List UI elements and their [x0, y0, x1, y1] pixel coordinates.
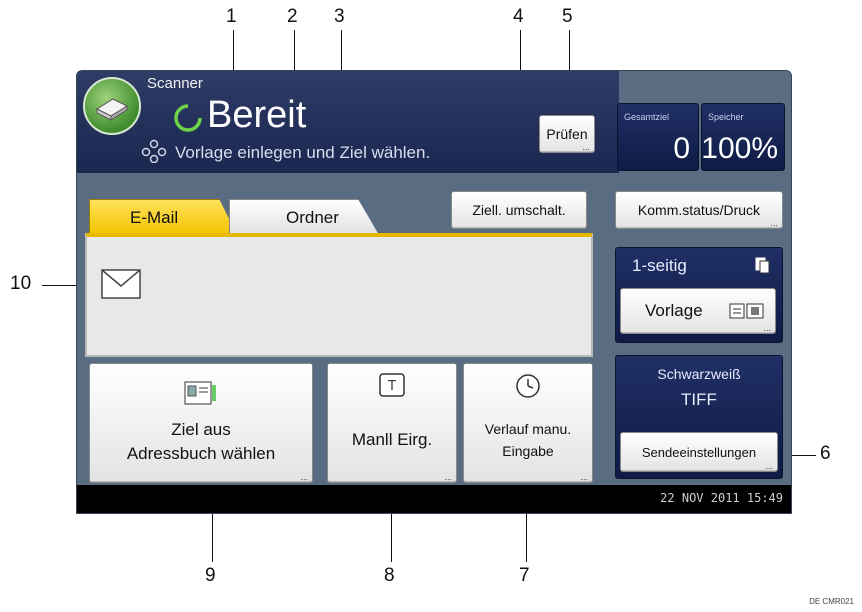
address-book-button[interactable]: Ziel aus Adressbuch wählen ... — [89, 363, 313, 483]
switch-destination-label: Ziell. umschalt. — [472, 202, 566, 218]
tab-folder[interactable]: Ordner — [229, 199, 379, 235]
tab-email-label: E-Mail — [130, 207, 179, 227]
callout-2: 2 — [287, 6, 298, 27]
address-book-line2: Adressbuch wählen — [126, 443, 276, 463]
callout-5: 5 — [562, 6, 573, 27]
scanner-panel: Scanner Bereit Vorlage einlegen und Ziel… — [76, 70, 792, 514]
address-book-line1: Ziel aus — [171, 419, 231, 439]
address-book-icon — [184, 381, 218, 414]
callout-line-7 — [526, 478, 527, 562]
callout-8: 8 — [384, 565, 395, 586]
memory-value: 100% — [701, 132, 778, 165]
manual-entry-label: Manll Eirg. — [351, 430, 433, 449]
original-orientation-icon — [729, 302, 765, 325]
total-destinations-box: Gesamtziel 0 — [617, 103, 699, 171]
app-name: Scanner — [147, 75, 203, 92]
callout-line-2 — [294, 30, 295, 102]
callout-9: 9 — [205, 565, 216, 586]
callout-line-8 — [391, 478, 392, 562]
mail-icon — [101, 269, 141, 304]
clock-icon — [514, 372, 542, 406]
callout-10: 10 — [10, 273, 32, 294]
callout-6: 6 — [820, 443, 831, 464]
ready-ring-icon — [173, 103, 203, 133]
callout-3: 3 — [334, 6, 345, 27]
total-destinations-label: Gesamtziel — [624, 112, 670, 122]
svg-text:T: T — [387, 379, 396, 394]
history-button[interactable]: Verlauf manu. Eingabe ... — [463, 363, 593, 483]
scan-type-line1: Schwarzweiß — [657, 366, 741, 382]
check-button[interactable]: Prüfen ... — [539, 115, 595, 153]
callout-line-10 — [42, 285, 98, 286]
original-button[interactable]: Vorlage ... — [620, 288, 776, 334]
callout-7: 7 — [519, 565, 530, 586]
check-button-label: Prüfen — [546, 126, 588, 142]
destination-field[interactable] — [85, 233, 593, 357]
comm-status-button[interactable]: Komm.status/Druck ... — [615, 191, 783, 229]
status-message: Vorlage einlegen und Ziel wählen. — [175, 143, 431, 162]
scan-type-line2: TIFF — [681, 390, 717, 409]
tab-email[interactable]: E-Mail — [89, 199, 237, 235]
send-settings-label: Sendeeinstellungen — [641, 444, 757, 460]
history-line1: Verlauf manu. — [484, 421, 572, 437]
title-bar — [77, 71, 619, 173]
scanner-app-icon — [83, 77, 141, 135]
callout-4: 4 — [513, 6, 524, 27]
sides-icon — [754, 256, 772, 279]
send-settings-box: Schwarzweiß TIFF Sendeeinstellungen ... — [615, 355, 783, 479]
memory-label: Speicher — [708, 112, 744, 122]
history-line2: Eingabe — [502, 443, 554, 459]
tab-folder-label: Ordner — [286, 207, 339, 227]
comm-status-label: Komm.status/Druck — [637, 202, 761, 218]
original-settings-box: 1-seitig Vorlage ... — [615, 247, 783, 343]
status-bar: 22 NOV 2011 15:49 — [77, 485, 791, 513]
callout-line-9 — [212, 478, 213, 562]
switch-destination-button[interactable]: Ziell. umschalt. — [451, 191, 587, 229]
figure-code: DE CMR021 — [809, 597, 854, 606]
original-label: Vorlage — [645, 301, 703, 320]
callout-1: 1 — [226, 6, 237, 27]
manual-entry-button[interactable]: T Manll Eirg. ... — [327, 363, 457, 483]
sides-label: 1-seitig — [632, 256, 687, 275]
memory-box: Speicher 100% — [701, 103, 785, 171]
total-destinations-value: 0 — [673, 132, 690, 165]
status-title: Bereit — [207, 94, 307, 136]
date-time: 22 NOV 2011 15:49 — [660, 491, 783, 505]
send-settings-button[interactable]: Sendeeinstellungen ... — [620, 432, 778, 472]
network-icon — [139, 139, 169, 164]
keyboard-t-icon: T — [378, 372, 406, 405]
